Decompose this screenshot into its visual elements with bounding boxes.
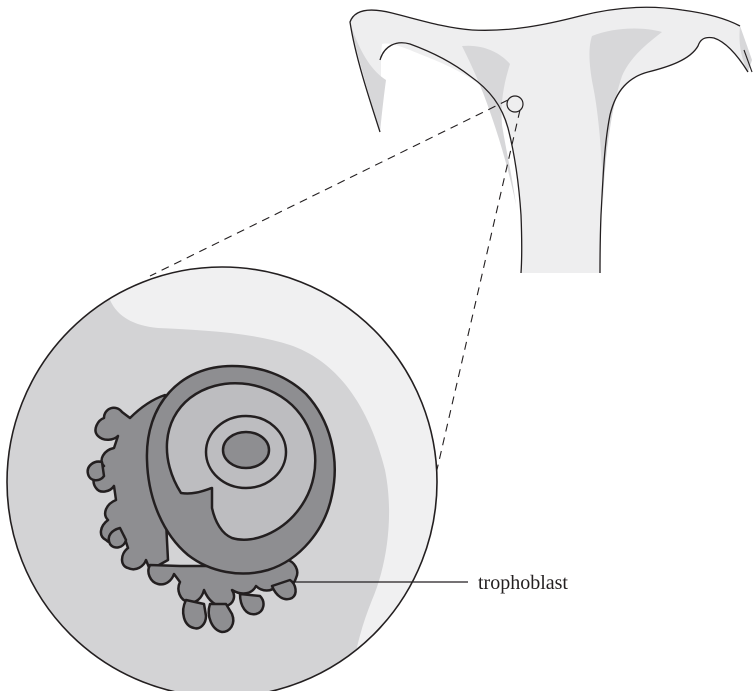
yolk-sac-core: [223, 432, 269, 468]
uterus-shade-tube-right: [739, 26, 752, 72]
trophoblast-label: trophoblast: [478, 572, 568, 594]
implantation-site: [507, 96, 523, 112]
zoom-line-right: [430, 110, 520, 500]
uterus: [350, 7, 752, 273]
magnified-view: [7, 260, 460, 691]
uterus-body: [350, 7, 752, 273]
zoom-line-left: [150, 100, 508, 276]
